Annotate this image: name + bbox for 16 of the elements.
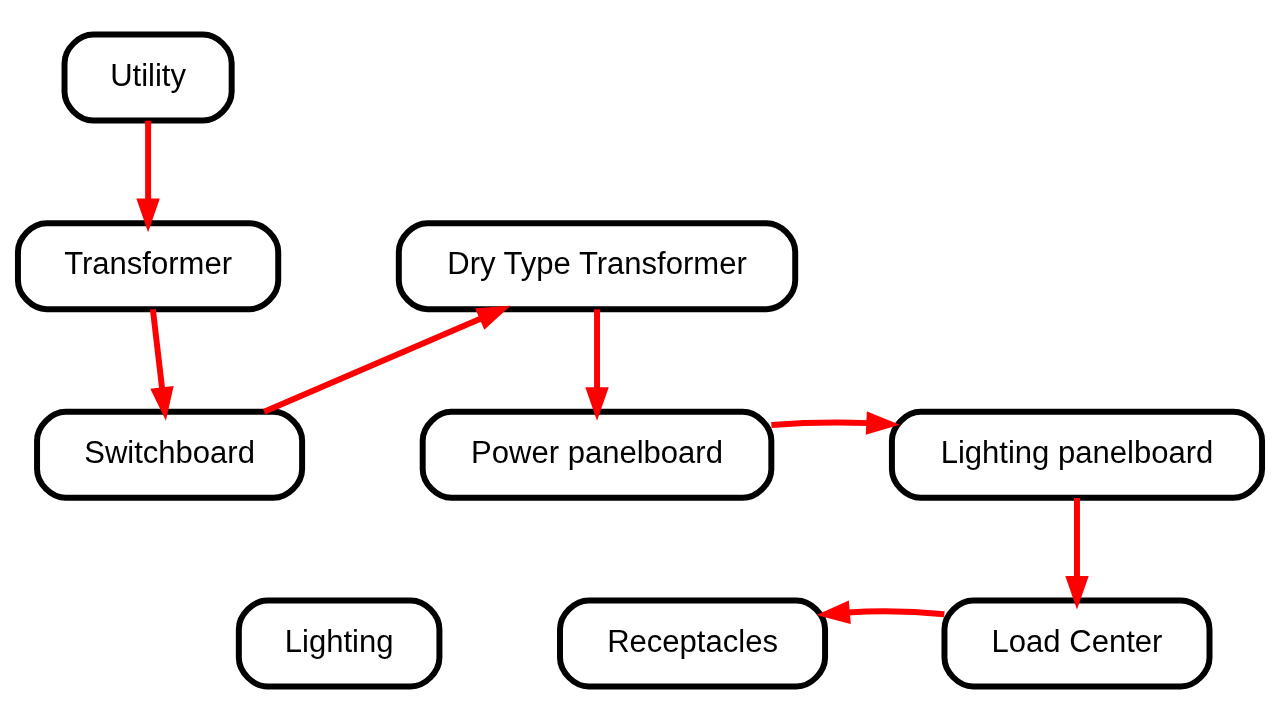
arrow [136,120,160,232]
arrow [263,305,511,414]
arrow [816,600,945,624]
node-box: Utility [61,31,235,123]
arrow [771,410,900,435]
node-box: Switchboard [34,408,306,501]
arrow [149,308,174,421]
arrow [585,308,609,421]
node-box: Dry Type Transformer [395,219,799,312]
arrow [1065,497,1089,609]
node-box: Transformer [14,219,282,312]
node-box: Receptacles [557,597,829,689]
node-box: Load Center [941,597,1213,689]
node-box: Power panelboard [419,408,775,501]
node-box: Lighting [235,597,443,689]
node-box: Lighting panelboard [888,408,1266,501]
